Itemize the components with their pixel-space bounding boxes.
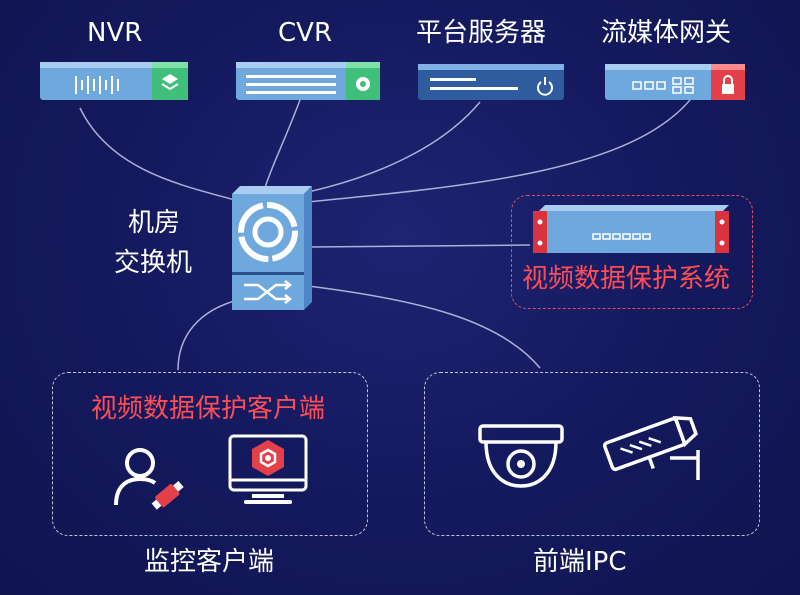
core-switch-icon [232,186,312,310]
media-gateway-label: 流媒体网关 [601,18,732,48]
link-switch-protection [307,244,531,248]
link-nvr-switch [79,107,236,201]
protection-system-label: 视频数据保护系统 [522,264,731,294]
platform-server-label: 平台服务器 [416,18,547,48]
nvr-label: NVR [87,18,143,48]
monitoring-client-caption: 监控客户端 [144,547,275,577]
dome-camera-icon [478,424,564,490]
protection-appliance-icon [533,205,729,255]
link-gateway-switch [307,99,691,203]
user-usb-key-icon [110,445,186,511]
cvr-label: CVR [278,18,333,48]
front-ipc-caption: 前端IPC [533,547,627,577]
cvr-device-icon [236,60,380,102]
link-switch-client [177,299,239,371]
front-ipc-group [424,372,760,536]
protection-client-label: 视频数据保护客户端 [91,394,326,424]
link-server-switch [307,101,481,193]
protection-system-group [511,195,753,309]
media-gateway-device-icon [605,62,745,102]
switch-label-line1: 机房 [128,208,181,238]
link-cvr-switch [264,99,301,189]
nvr-device-icon [40,60,188,102]
switch-label-line2: 交换机 [114,248,193,278]
monitoring-client-group [52,372,368,536]
link-switch-ipc [307,285,541,369]
bullet-camera-icon [600,410,704,484]
platform-server-device-icon [418,62,564,102]
monitor-shield-icon [228,434,308,512]
